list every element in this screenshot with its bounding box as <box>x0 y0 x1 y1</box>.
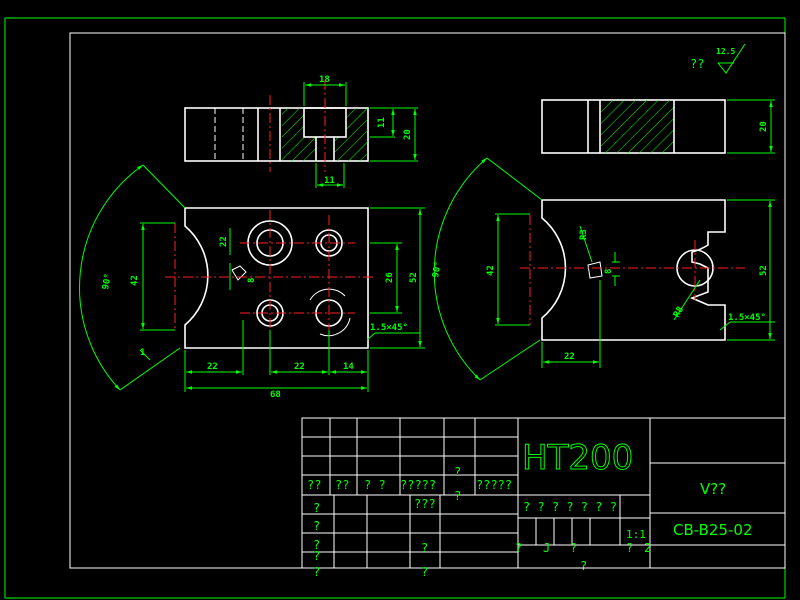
tb-cell-13: ? <box>313 549 320 563</box>
dim-90-left: 90° <box>101 273 114 291</box>
tb-cell-17: ? <box>515 541 522 555</box>
tb-cell-15: ? <box>421 541 428 555</box>
right-main-view <box>433 157 775 381</box>
tb-cell-2: ?? <box>335 478 349 492</box>
tb-cell-21: ? <box>626 541 633 555</box>
tb-cell-6: ????? <box>476 478 512 492</box>
dim-8-right: 8 <box>604 269 614 274</box>
tb-cell-20: ? <box>570 541 577 555</box>
title-block <box>301 417 786 569</box>
dim-26: 26 <box>385 272 395 283</box>
dim-90-right: 90° <box>431 261 444 279</box>
tb-cell-14: ? <box>313 565 320 579</box>
dim-20-right: 20 <box>759 121 769 132</box>
chamfer-right: 1.5×45° <box>728 313 766 323</box>
drawing-number: CB-B25-02 <box>673 521 753 539</box>
tb-cell-4: ????? <box>400 478 436 492</box>
dim-18: 18 <box>319 75 330 85</box>
roughness-symbol <box>717 43 746 74</box>
tb-cell-7: ??? <box>414 497 436 511</box>
dim-42-left: 42 <box>130 275 140 286</box>
dim-1: 1 <box>140 348 145 358</box>
material-label: HT200 <box>522 438 633 478</box>
dim-20-left: 20 <box>403 129 413 140</box>
part-name: V?? <box>700 480 726 498</box>
dim-22-b: 22 <box>294 362 305 372</box>
dim-14: 14 <box>343 362 354 372</box>
dim-22-vertical: 22 <box>219 236 229 247</box>
tb-cell-22: 2 <box>644 541 651 555</box>
dim-11-side: 11 <box>377 117 387 128</box>
top-left-section-view <box>184 80 418 188</box>
roughness-value: 12.5 <box>716 47 735 56</box>
tb-cell-8: ? <box>454 489 461 503</box>
dim-68: 68 <box>270 390 281 400</box>
dim-8-left: 8 <box>247 278 257 283</box>
dim-42-right: 42 <box>486 265 496 276</box>
tb-cell-19: J <box>543 541 550 555</box>
tb-cell-10: ? <box>313 501 320 515</box>
tb-cell-5: ? <box>454 465 461 479</box>
tb-cell-16: ? <box>421 565 428 579</box>
tb-cell-3: ? ? <box>364 478 386 492</box>
top-right-section-view <box>541 99 775 154</box>
tb-row-headers: ? ? ? ? ? ? ? <box>523 500 617 514</box>
tb-cell-1: ?? <box>307 478 321 492</box>
tb-cell-18: ? <box>580 559 587 573</box>
dim-R8: R8 <box>672 305 686 319</box>
dim-22-right: 22 <box>564 352 575 362</box>
dim-52-left: 52 <box>409 272 419 283</box>
dim-R3: R3 <box>579 229 589 240</box>
dim-11-bottom: 11 <box>324 176 335 186</box>
surface-note: ?? <box>690 57 704 71</box>
tb-cell-12: ? <box>313 538 320 552</box>
chamfer-left: 1.5×45° <box>370 323 408 333</box>
left-main-view <box>79 164 425 392</box>
tb-cell-11: ? <box>313 519 320 533</box>
dim-22-a: 22 <box>207 362 218 372</box>
dim-52-right: 52 <box>759 265 769 276</box>
scale-label: 1:1 <box>626 528 646 541</box>
